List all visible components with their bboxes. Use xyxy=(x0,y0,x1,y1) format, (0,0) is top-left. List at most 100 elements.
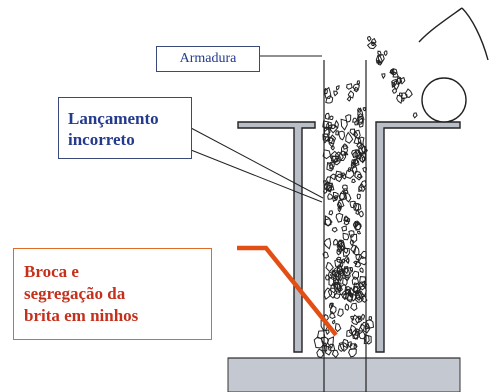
aggregate-pebble xyxy=(359,276,367,286)
aggregate-pebble xyxy=(325,261,334,273)
aggregate-pebble xyxy=(354,203,362,211)
aggregate-pebble xyxy=(351,159,357,166)
aggregate-pebble xyxy=(337,343,345,353)
aggregate-pebble xyxy=(327,192,334,200)
aggregate-pebble xyxy=(325,329,330,336)
aggregate-pebble xyxy=(399,76,406,85)
aggregate-pebble xyxy=(351,270,359,280)
aggregate-pebble xyxy=(354,292,360,300)
aggregate-pebble xyxy=(338,190,348,201)
aggregate-pebble xyxy=(356,80,361,86)
aggregate-pebble xyxy=(331,349,339,359)
aggregate-pebble xyxy=(343,247,349,254)
aggregate-pebble xyxy=(348,348,357,358)
aggregate-pebble xyxy=(328,161,335,169)
aggregate-pebble xyxy=(336,256,342,264)
aggregate-pebble xyxy=(322,149,332,160)
ground-slab xyxy=(227,357,461,392)
aggregate-pebble xyxy=(338,268,345,277)
armadura-text: Armadura xyxy=(179,51,237,66)
aggregate-pebble xyxy=(346,217,351,223)
aggregate-pebble xyxy=(332,192,339,200)
aggregate-pebble xyxy=(360,250,367,259)
column-formwork xyxy=(237,121,461,353)
aggregate-pebble xyxy=(340,245,345,251)
aggregate-pebble xyxy=(326,182,335,191)
aggregate-pebble xyxy=(331,123,336,130)
lancamento-line-2: incorreto xyxy=(68,130,135,149)
aggregate-pebble xyxy=(327,124,333,130)
aggregate-pebble xyxy=(349,239,354,247)
aggregate-pebble xyxy=(335,85,340,91)
aggregate-pebble xyxy=(357,281,367,291)
aggregate-pebble xyxy=(324,86,332,100)
aggregate-pebble xyxy=(381,73,386,80)
aggregate-pebble xyxy=(357,112,365,123)
aggregate-pebble xyxy=(352,83,360,91)
aggregate-pebble xyxy=(357,107,362,113)
aggregate-pebble xyxy=(349,128,356,136)
aggregate-pebble xyxy=(341,293,347,299)
aggregate-pebble xyxy=(366,41,377,50)
aggregate-pebble xyxy=(330,144,335,151)
aggregate-pebble xyxy=(341,225,348,232)
aggregate-pebble xyxy=(337,308,344,318)
aggregate-pebble xyxy=(351,178,356,184)
aggregate-pebble xyxy=(391,81,396,88)
lancamento-line-1: Lançamento xyxy=(68,109,159,128)
aggregate-pebble xyxy=(331,319,336,325)
aggregate-pebble xyxy=(362,166,367,173)
aggregate-pebble xyxy=(352,117,358,123)
aggregate-pebble xyxy=(334,119,339,128)
broca-line-3: brita em ninhos xyxy=(24,306,139,325)
aggregate-pebble xyxy=(359,267,364,274)
aggregate-pebble xyxy=(350,315,355,321)
aggregate-pebble xyxy=(330,150,340,163)
aggregate-pebble xyxy=(357,230,362,235)
aggregate-pebble xyxy=(316,330,326,340)
aggregate-pebble xyxy=(342,338,350,349)
aggregate-pebble xyxy=(329,304,337,315)
aggregate-pebble xyxy=(400,97,405,102)
bucket-circle xyxy=(421,77,467,123)
aggregate-pebble xyxy=(349,343,357,350)
aggregate-pebble xyxy=(362,107,367,112)
aggregate-pebble xyxy=(343,255,350,265)
aggregate-pebble xyxy=(336,248,342,256)
aggregate-pebble xyxy=(333,238,339,246)
aggregate-pebble xyxy=(324,217,332,227)
aggregate-pebble xyxy=(361,295,368,303)
aggregate-pebble xyxy=(364,324,371,330)
aggregate-pebble xyxy=(358,210,364,218)
aggregate-pebble xyxy=(392,79,400,91)
right-formwork-panel xyxy=(375,121,461,353)
aggregate-pebble xyxy=(337,239,345,248)
aggregate-pebble xyxy=(353,260,358,266)
aggregate-pebble xyxy=(339,261,344,267)
aggregate-pebble xyxy=(346,341,353,348)
armadura-label: Armadura xyxy=(156,46,260,72)
aggregate-pebble xyxy=(329,173,336,181)
aggregate-pebble xyxy=(342,248,351,258)
aggregate-pebble xyxy=(344,191,352,203)
aggregate-pebble xyxy=(328,276,337,287)
lancamento-incorreto-label: Lançamento incorreto xyxy=(58,97,192,159)
aggregate-pebble xyxy=(340,118,348,131)
aggregate-pebble xyxy=(350,162,357,169)
aggregate-pebble xyxy=(347,90,355,99)
aggregate-pebble xyxy=(338,341,349,353)
aggregate-pebble xyxy=(329,115,334,121)
aggregate-pebble xyxy=(336,200,343,209)
aggregate-pebble xyxy=(333,90,339,97)
aggregate-pebble xyxy=(366,35,372,43)
aggregate-pebble xyxy=(412,112,418,119)
aggregate-pebble xyxy=(390,67,398,76)
aggregate-pebble xyxy=(383,50,388,57)
aggregate-pebble xyxy=(350,233,358,244)
leader-lines xyxy=(190,55,324,203)
broca-segregacao-label: Broca e segregação da brita em ninhos xyxy=(13,248,212,340)
orange-arrow xyxy=(237,245,338,337)
broca-line-1: Broca e xyxy=(24,262,79,281)
aggregate-pebble xyxy=(356,193,361,200)
